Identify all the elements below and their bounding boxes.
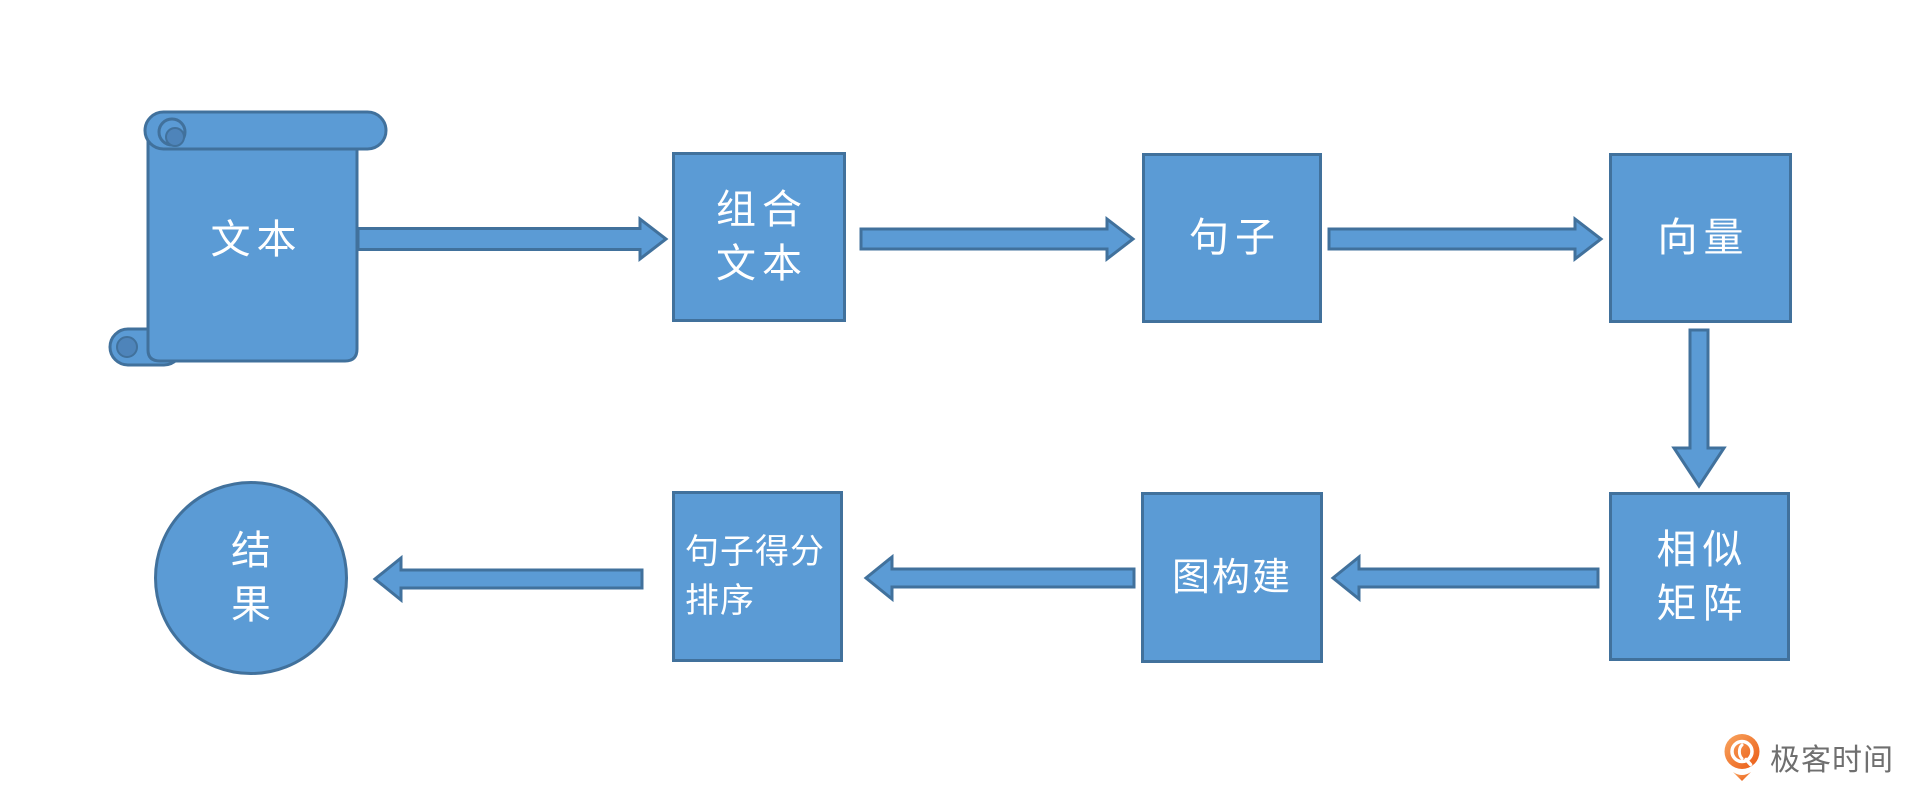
arrow-simmatrix-to-graph (1330, 553, 1600, 603)
node-similarity-matrix-line1: 相似 (1656, 526, 1749, 572)
node-result-line1: 结 (231, 528, 277, 573)
scroll-bottom-curl-inner (116, 336, 138, 358)
node-combined-text: 组合 文本 (672, 152, 846, 322)
node-combined-text-line1: 组合 (716, 187, 808, 232)
arrow-combine-to-sentence (859, 215, 1136, 263)
scroll-top-roll (143, 110, 388, 151)
scroll-body (146, 130, 359, 363)
node-graph-build-label: 图构建 (1171, 556, 1292, 599)
node-combined-text-line2: 文本 (716, 241, 808, 286)
geektime-pin-icon (1724, 734, 1760, 781)
node-result: 结 果 (154, 481, 348, 675)
geektime-brand-text: 极客时间 (1770, 744, 1894, 777)
scroll-top-curl-inner (165, 127, 185, 147)
arrow-source-to-combine (356, 215, 669, 263)
geektime-logo: 极客时间 (1722, 732, 1894, 782)
node-result-line2: 果 (231, 582, 277, 627)
node-sentence-label: 句子 (1189, 215, 1281, 260)
arrow-sentence-to-vector (1327, 215, 1604, 263)
scroll-shape (108, 110, 388, 367)
node-sentence-score-line1: 句子得分 (685, 532, 825, 571)
node-sentence-score: 句子得分 排序 (672, 491, 843, 662)
node-sentence: 句子 (1142, 153, 1322, 323)
node-graph-build: 图构建 (1141, 492, 1323, 663)
node-vector-label: 向量 (1657, 215, 1750, 260)
node-vector: 向量 (1609, 153, 1792, 323)
node-similarity-matrix-line2: 矩阵 (1656, 580, 1749, 626)
arrow-graph-to-score (863, 553, 1136, 603)
node-source-label: 文本 (210, 217, 303, 262)
arrow-vector-to-simmatrix (1671, 328, 1727, 489)
node-source-text: 文本 (150, 203, 357, 277)
node-sentence-score-line2: 排序 (685, 581, 755, 620)
arrow-score-to-result (372, 554, 644, 604)
node-similarity-matrix: 相似 矩阵 (1609, 492, 1790, 661)
